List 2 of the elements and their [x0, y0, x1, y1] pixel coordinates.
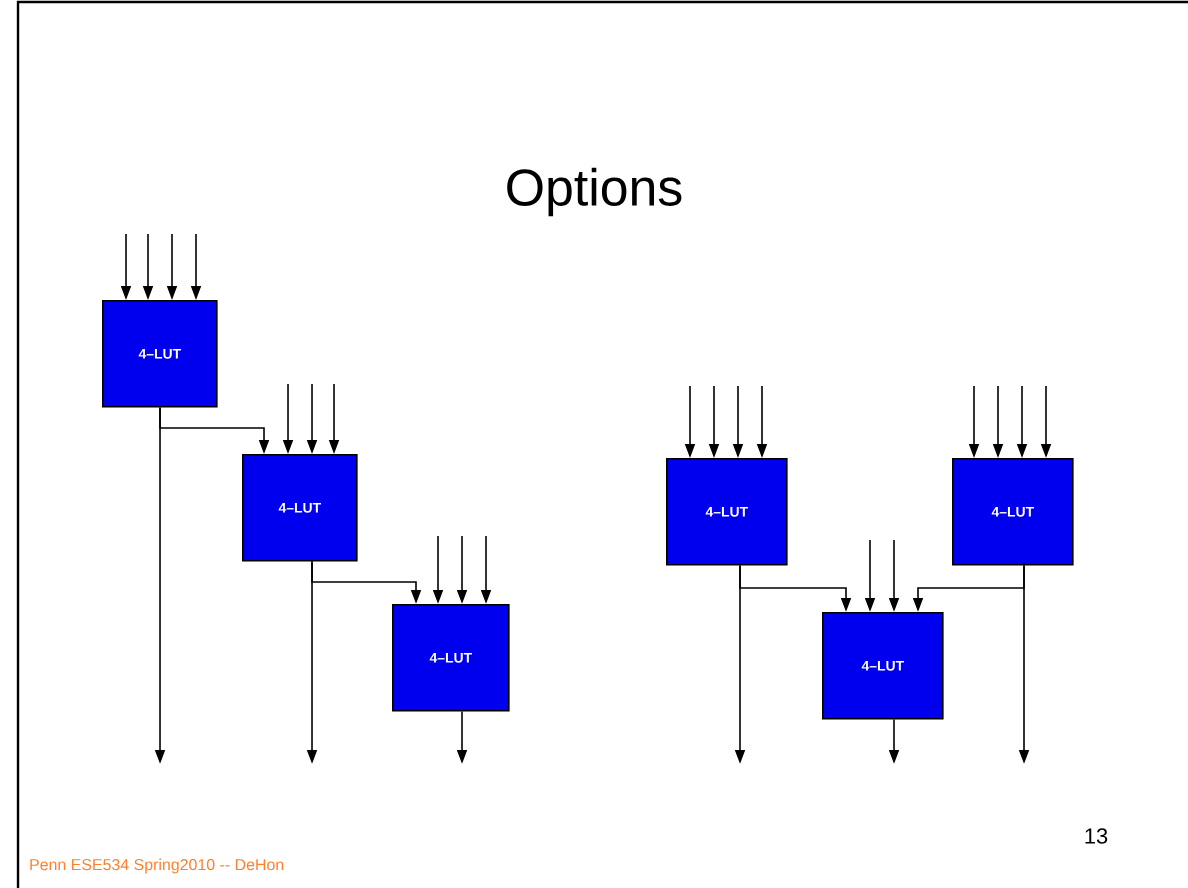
page-number: 13 [1085, 828, 1108, 844]
title: Options [507, 167, 682, 217]
